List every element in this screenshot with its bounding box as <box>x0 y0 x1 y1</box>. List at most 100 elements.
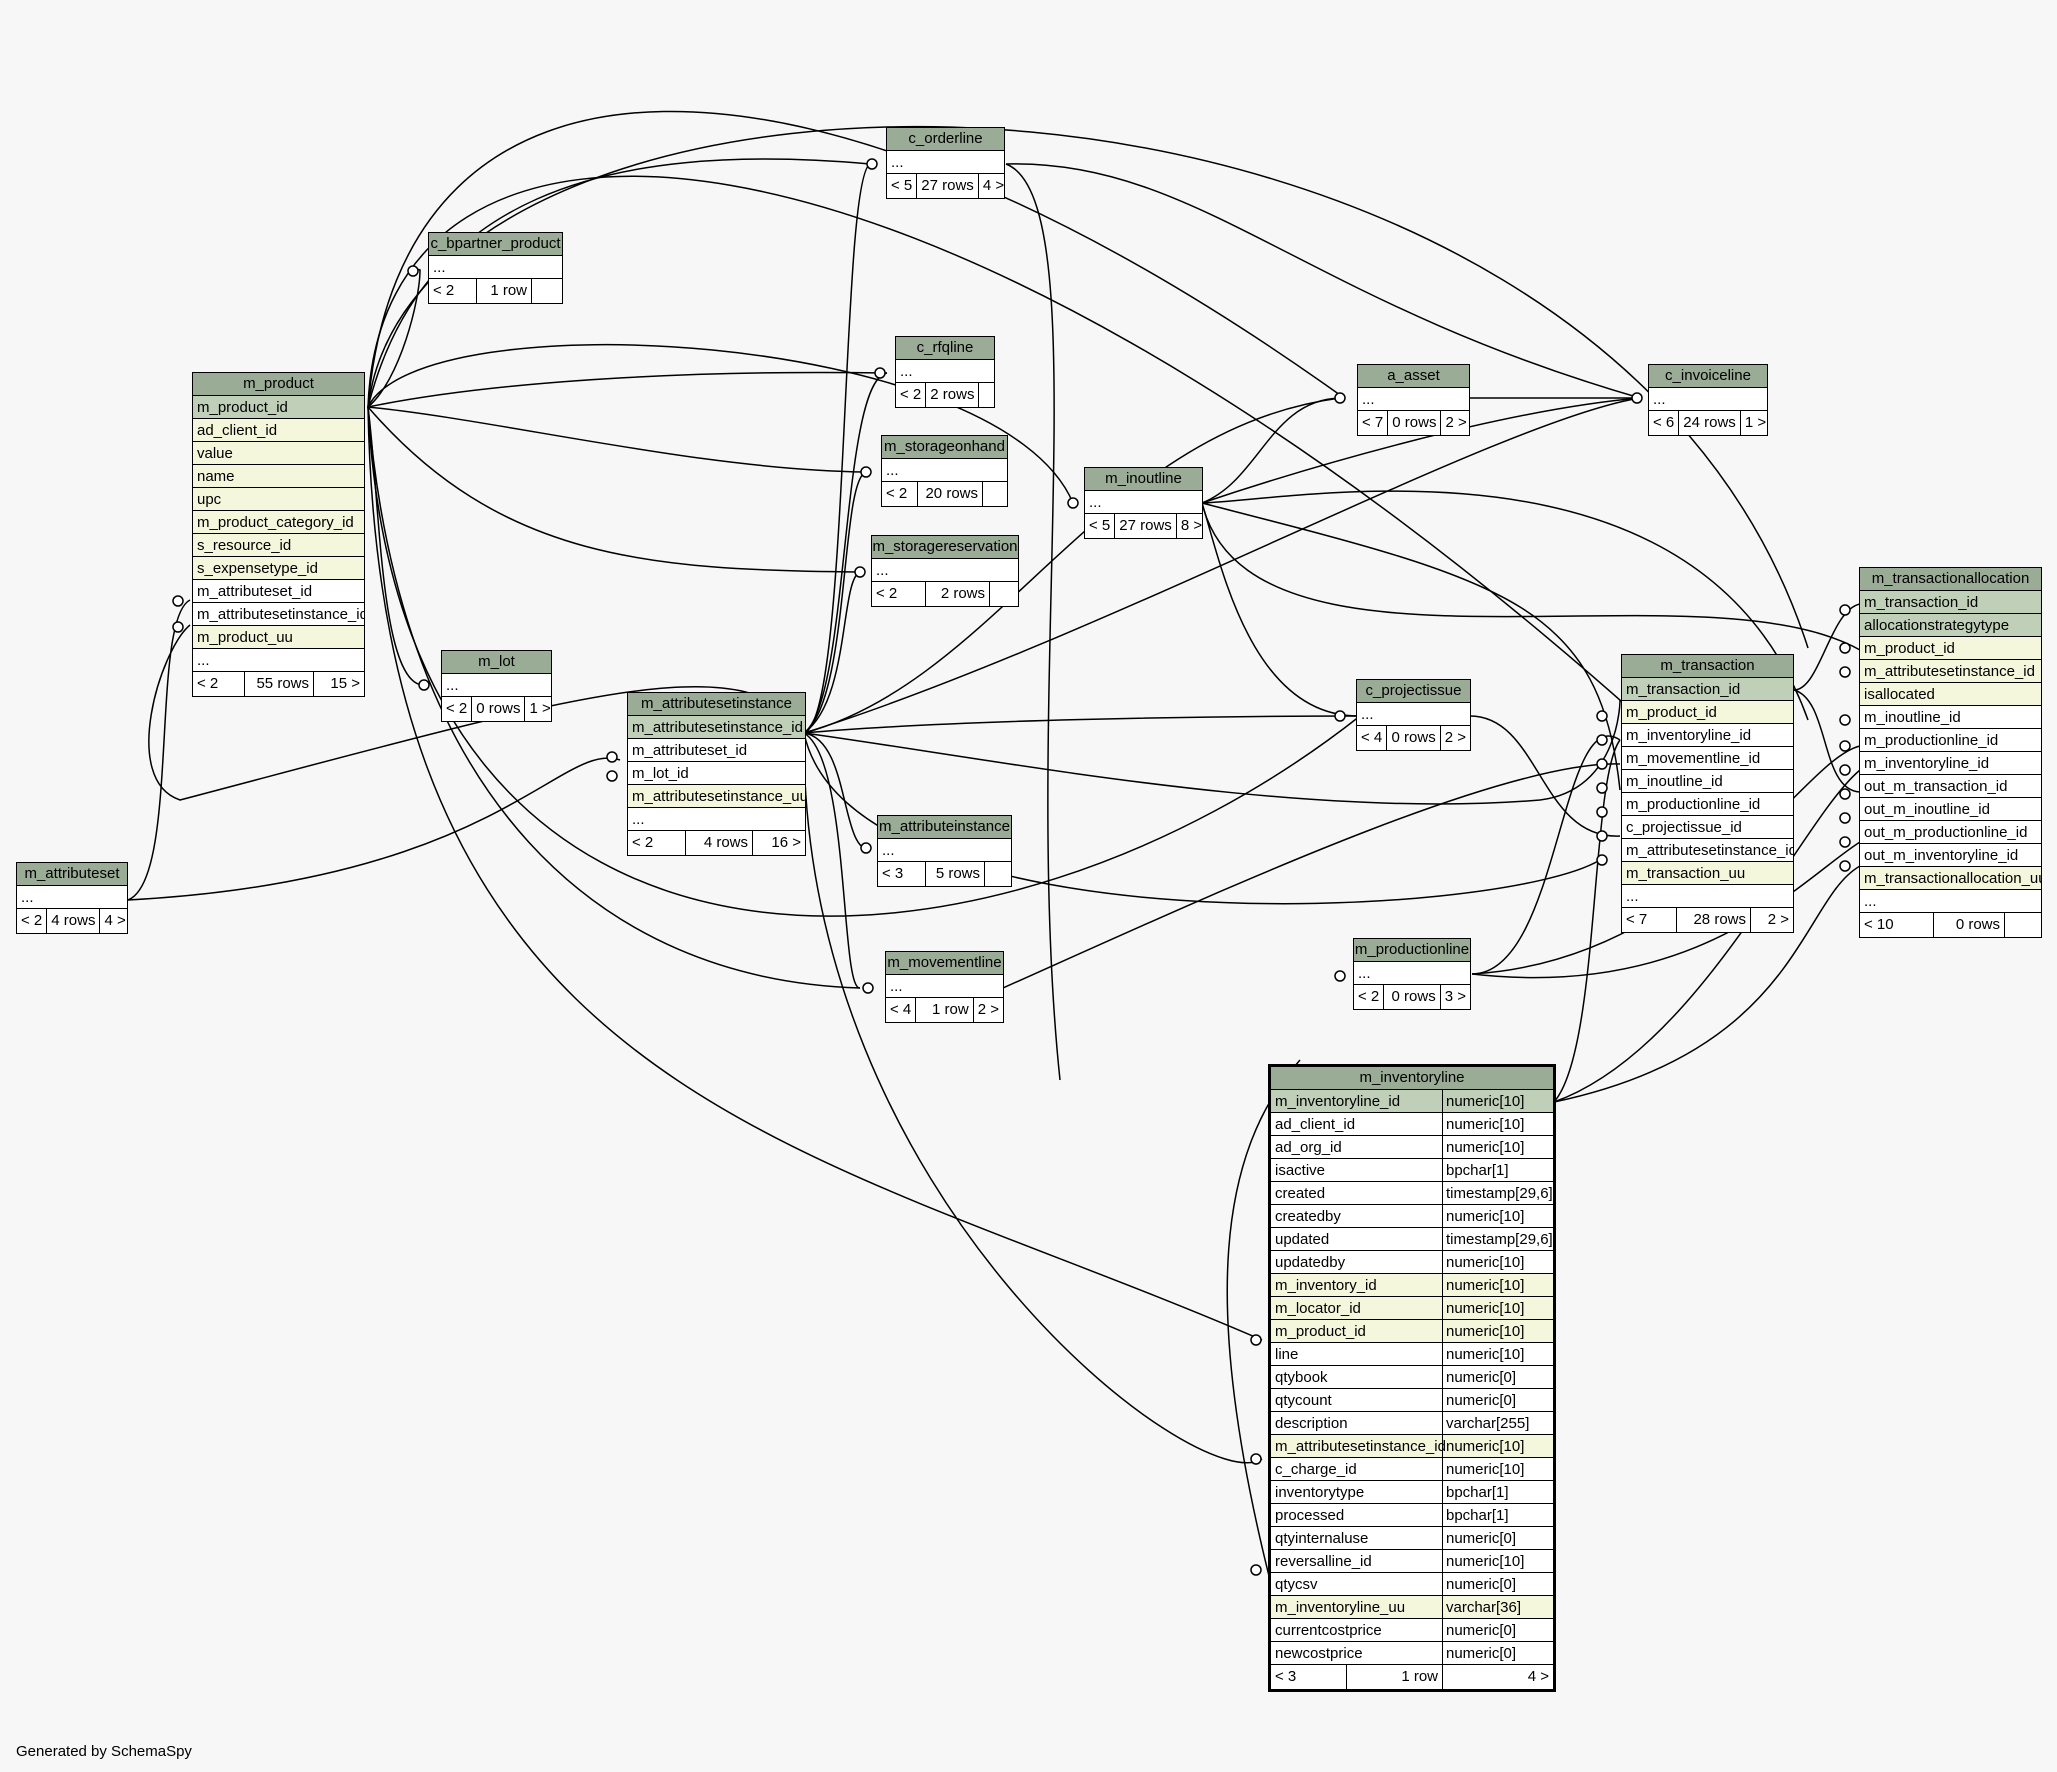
table-m-attributesetinstance[interactable]: m_attributesetinstance m_attributesetins… <box>627 692 806 856</box>
table-column: m_movementline_id <box>1622 747 1793 770</box>
table-title: m_attributesetinstance <box>628 693 805 716</box>
edge-end <box>606 770 618 782</box>
table-title: m_storageonhand <box>882 436 1007 459</box>
edge-end <box>860 842 872 854</box>
edge-end <box>1250 1564 1262 1576</box>
column-name: created <box>1271 1182 1443 1204</box>
table-column: ... <box>1085 491 1202 514</box>
table-column: ... <box>1860 890 2041 913</box>
edge <box>367 371 888 408</box>
column-type: numeric[10] <box>1446 1277 1525 1294</box>
column-name: line <box>1271 1343 1443 1365</box>
column-name: reversalline_id <box>1271 1550 1443 1572</box>
table-title: m_productionline <box>1354 939 1470 962</box>
edge-end <box>1839 788 1851 800</box>
edge-end <box>1250 1453 1262 1465</box>
table-column: ... <box>1622 885 1793 908</box>
table-title: m_movementline <box>886 952 1003 975</box>
column-type: bpchar[1] <box>1446 1162 1509 1179</box>
table-column: ... <box>886 975 1003 998</box>
column-name: m_locator_id <box>1271 1297 1443 1319</box>
table-column: m_inoutline_id <box>1622 770 1793 793</box>
table-title: m_product <box>193 373 364 396</box>
edge <box>367 158 871 408</box>
column-type: numeric[0] <box>1446 1530 1517 1547</box>
table-m-product[interactable]: m_product m_product_id ad_client_id valu… <box>192 372 365 697</box>
edge-end <box>172 595 184 607</box>
edge-end <box>1839 764 1851 776</box>
column-name: updatedby <box>1271 1251 1443 1273</box>
column-type: numeric[0] <box>1446 1576 1517 1593</box>
table-title: m_storagereservation <box>872 536 1018 559</box>
column-type: numeric[0] <box>1446 1392 1517 1409</box>
edge-end <box>1839 836 1851 848</box>
table-column: upc <box>193 488 364 511</box>
column-name: description <box>1271 1412 1443 1434</box>
column-name: m_inventoryline_id <box>1271 1090 1443 1112</box>
column-type: numeric[10] <box>1446 1208 1525 1225</box>
table-column: m_attributesetinstance_id <box>1622 839 1793 862</box>
edge-end <box>866 158 878 170</box>
column-name: currentcostprice <box>1271 1619 1443 1641</box>
edge <box>367 125 1809 649</box>
edge <box>367 343 1074 504</box>
edge-end <box>172 621 184 633</box>
edge <box>803 715 1359 734</box>
edge-end <box>1250 1334 1262 1346</box>
edge <box>1469 715 1621 837</box>
table-m-transactionallocation[interactable]: m_transactionallocation m_transaction_id… <box>1859 567 2042 938</box>
edge <box>803 571 861 734</box>
table-column: ... <box>17 886 127 909</box>
column-name: c_charge_id <box>1271 1458 1443 1480</box>
table-column: out_m_productionline_id <box>1860 821 2041 844</box>
table-column: m_product_category_id <box>193 511 364 534</box>
table-column: ... <box>1357 703 1470 726</box>
table-m-transaction[interactable]: m_transaction m_transaction_id m_product… <box>1621 654 1794 933</box>
table-column: ad_client_id <box>193 419 364 442</box>
table-column: m_attributesetinstance_id <box>193 603 364 626</box>
column-type: timestamp[29,6] <box>1446 1185 1553 1202</box>
column-type: numeric[10] <box>1446 1300 1525 1317</box>
table-title: c_bpartner_product <box>429 233 562 256</box>
table-column: m_transaction_uu <box>1622 862 1793 885</box>
edge <box>1201 397 1341 504</box>
edge-end <box>874 367 886 379</box>
edge <box>1005 163 1061 1081</box>
column-name: processed <box>1271 1504 1443 1526</box>
edge-end <box>1839 666 1851 678</box>
edge-end <box>1839 860 1851 872</box>
edge <box>803 732 861 989</box>
table-column: m_attributesetinstance_id <box>1860 660 2041 683</box>
edge <box>803 397 1341 734</box>
edge <box>1201 490 1809 721</box>
